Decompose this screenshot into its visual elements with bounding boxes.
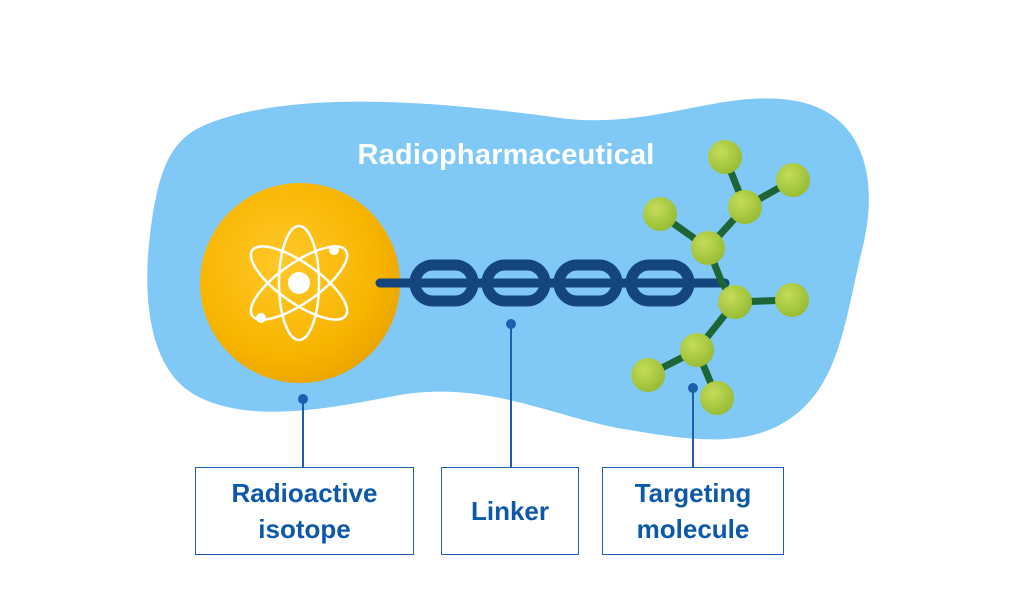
label-targeting-line1: Targeting	[634, 478, 752, 508]
label-isotope-line1: Radioactive	[231, 478, 378, 508]
label-linker-text: Linker	[470, 496, 550, 526]
label-radioactive-isotope: Radioactive isotope	[195, 467, 414, 555]
label-linker: Linker	[441, 467, 579, 555]
chain-icon	[375, 259, 730, 307]
isotope-sphere	[200, 183, 400, 383]
diagram-title: Radiopharmaceutical	[357, 139, 655, 171]
label-targeting-molecule: Targeting molecule	[602, 467, 784, 555]
atom-icon	[249, 224, 349, 342]
molecule-icon	[631, 140, 810, 415]
label-isotope-line2: isotope	[258, 514, 351, 544]
label-targeting-line2: molecule	[636, 514, 750, 544]
leader-lines	[298, 319, 698, 467]
